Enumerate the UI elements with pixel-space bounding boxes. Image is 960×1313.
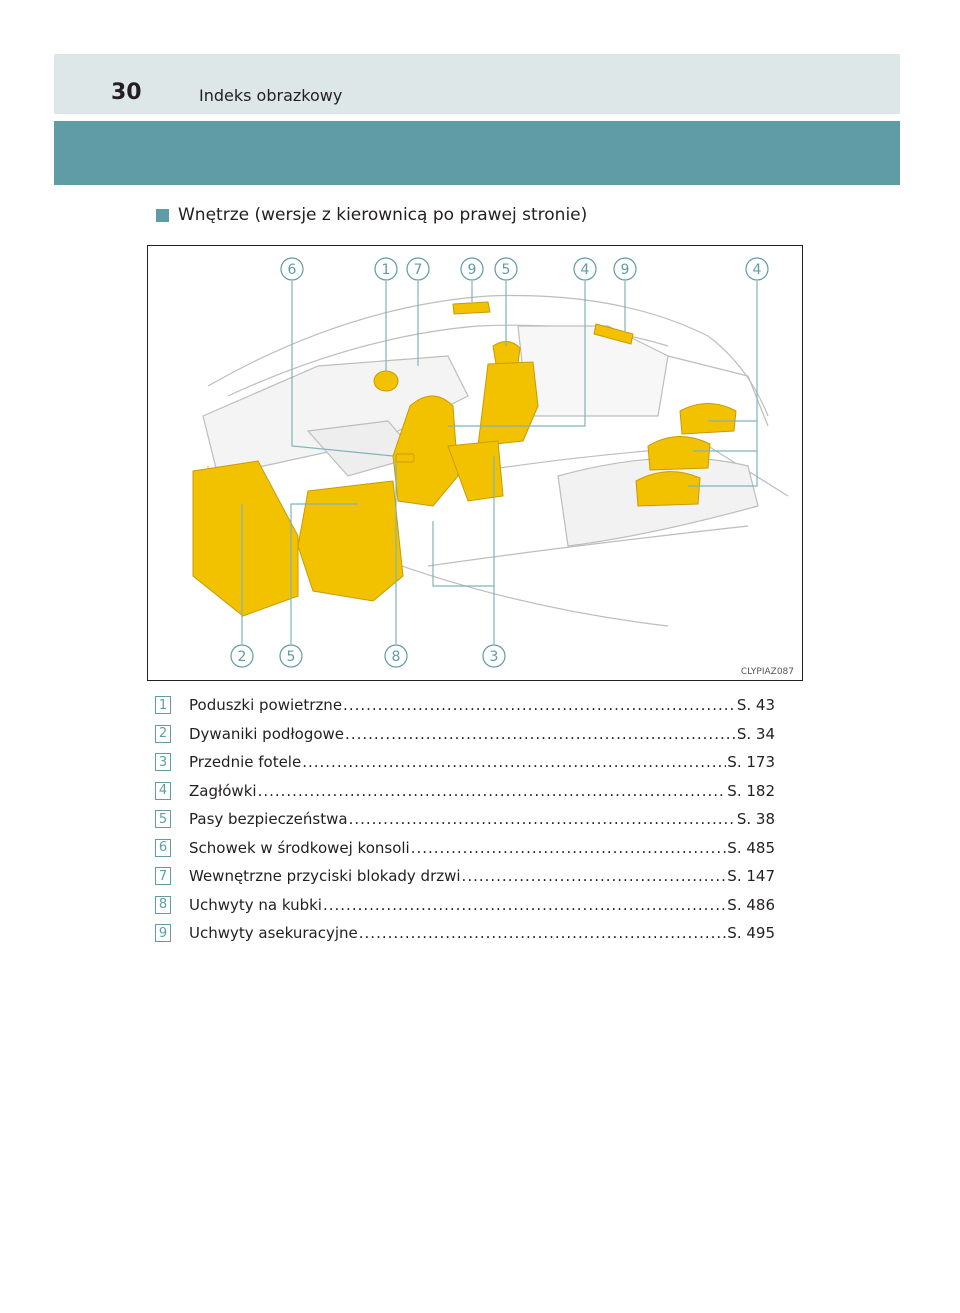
item-label: Schowek w środkowej konsoli <box>189 838 410 857</box>
list-item: 3 Przednie fotele.......................… <box>155 750 775 779</box>
callout-2-bottom: 2 <box>230 644 254 668</box>
item-number: 9 <box>155 924 171 942</box>
item-number: 6 <box>155 838 171 857</box>
callout-4-top: 4 <box>573 257 597 281</box>
item-page[interactable]: S. 38 <box>736 810 775 828</box>
item-number: 8 <box>155 895 171 914</box>
header-title: Indeks obrazkowy <box>199 86 343 105</box>
list-item: 9 Uchwyty asekuracyjne..................… <box>155 921 775 950</box>
svg-text:2: 2 <box>238 649 247 665</box>
svg-text:5: 5 <box>287 649 296 665</box>
car-interior-drawing: 6 1 7 9 5 4 9 4 2 5 8 3 <box>192 257 789 668</box>
callout-9-top: 9 <box>460 257 484 281</box>
list-item: 7 Wewnętrzne przyciski blokady drzwi....… <box>155 864 775 893</box>
item-number: 1 <box>155 696 171 714</box>
item-label: Zagłówki <box>189 781 257 800</box>
item-number: 7 <box>155 867 171 885</box>
item-label: Uchwyty na kubki <box>189 895 322 914</box>
callout-4b-top: 4 <box>745 257 769 281</box>
svg-text:6: 6 <box>288 262 297 278</box>
item-page[interactable]: S. 147 <box>727 867 775 885</box>
svg-text:5: 5 <box>502 262 511 278</box>
item-list: 1 Poduszki powietrzne...................… <box>155 693 775 950</box>
list-item: 6 Schowek w środkowej konsoli...........… <box>155 836 775 865</box>
item-page[interactable]: S. 495 <box>727 924 775 942</box>
list-item: 4 Zagłówki..............................… <box>155 779 775 808</box>
interior-illustration: 6 1 7 9 5 4 9 4 2 5 8 3 CLYPIAZ087 <box>147 245 803 681</box>
callout-6-top: 6 <box>280 257 304 281</box>
item-label: Uchwyty asekuracyjne <box>189 924 358 942</box>
list-item: 2 Dywaniki podłogowe....................… <box>155 722 775 751</box>
item-number: 4 <box>155 781 171 800</box>
item-page[interactable]: S. 486 <box>727 895 775 914</box>
item-page[interactable]: S. 43 <box>736 696 775 714</box>
item-number: 5 <box>155 810 171 828</box>
item-label: Przednie fotele <box>189 753 302 771</box>
page-number: 30 <box>111 80 142 105</box>
item-label: Pasy bezpieczeństwa <box>189 810 348 828</box>
svg-text:4: 4 <box>753 262 762 278</box>
callout-8-bottom: 8 <box>384 644 408 668</box>
section-title: Wnętrze (wersje z kierownicą po prawej s… <box>178 205 588 225</box>
callout-7-top: 7 <box>406 257 430 281</box>
item-page[interactable]: S. 182 <box>727 781 775 800</box>
item-number: 2 <box>155 724 171 743</box>
item-number: 3 <box>155 753 171 771</box>
callout-5-top: 5 <box>494 257 518 281</box>
svg-text:1: 1 <box>382 262 391 278</box>
svg-text:7: 7 <box>414 262 423 278</box>
callout-1-top: 1 <box>374 257 398 281</box>
item-label: Poduszki powietrzne <box>189 696 343 714</box>
list-item: 5 Pasy bezpieczeństwa...................… <box>155 807 775 836</box>
item-page[interactable]: S. 34 <box>736 724 775 743</box>
svg-text:9: 9 <box>621 262 630 278</box>
item-page[interactable]: S. 173 <box>727 753 775 771</box>
item-label: Dywaniki podłogowe <box>189 724 345 743</box>
svg-text:8: 8 <box>392 649 401 665</box>
callout-3-bottom: 3 <box>482 644 506 668</box>
header-band <box>54 121 900 185</box>
callout-5-bottom: 5 <box>279 644 303 668</box>
svg-text:3: 3 <box>490 649 499 665</box>
list-item: 1 Poduszki powietrzne...................… <box>155 693 775 722</box>
figure-code: CLYPIAZ087 <box>740 667 794 677</box>
svg-text:4: 4 <box>581 262 590 278</box>
section-square-icon <box>156 209 169 222</box>
item-label: Wewnętrzne przyciski blokady drzwi <box>189 867 461 885</box>
callout-9b-top: 9 <box>613 257 637 281</box>
svg-text:9: 9 <box>468 262 477 278</box>
item-page[interactable]: S. 485 <box>727 838 775 857</box>
header-bar <box>54 54 900 114</box>
list-item: 8 Uchwyty na kubki......................… <box>155 893 775 922</box>
